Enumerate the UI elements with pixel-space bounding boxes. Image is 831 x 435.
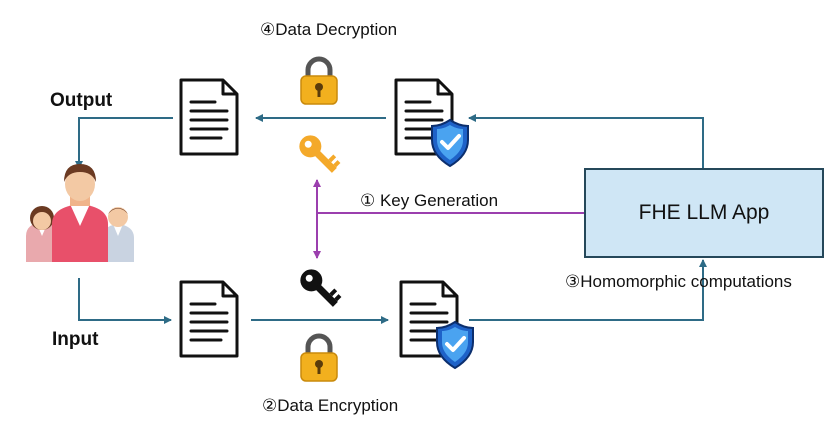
output-to-users-arrow (75, 117, 173, 169)
input-label: Input (52, 329, 99, 350)
data-encryption-label: ②Data Encryption (262, 396, 399, 415)
public-key-icon (299, 135, 341, 173)
flow-arrows (75, 114, 707, 324)
encrypted-input-document-icon (399, 280, 475, 370)
app-to-encrypted-output-arrow (468, 114, 704, 168)
key-generation-arrows (313, 179, 584, 259)
private-key-icon (300, 269, 342, 307)
encryption-padlock-icon (301, 336, 337, 381)
people-group-icon (26, 164, 134, 262)
encrypted-input-to-app-arrow (469, 259, 707, 321)
data-decryption-label: ④Data Decryption (260, 20, 398, 39)
homomorphic-computations-label: ③Homomorphic computations (565, 272, 792, 291)
encrypted-output-document-icon (394, 78, 470, 168)
key-generation-label: ① Key Generation (360, 191, 499, 210)
input-document-icon (179, 280, 239, 358)
decryption-padlock-icon (301, 59, 337, 104)
fhe-llm-app-label: FHE LLM App (638, 201, 770, 224)
output-label: Output (50, 90, 113, 111)
output-document-icon (179, 78, 239, 156)
fhe-llm-app-box: FHE LLM App (584, 168, 824, 258)
users-to-input-arrow (78, 278, 172, 324)
